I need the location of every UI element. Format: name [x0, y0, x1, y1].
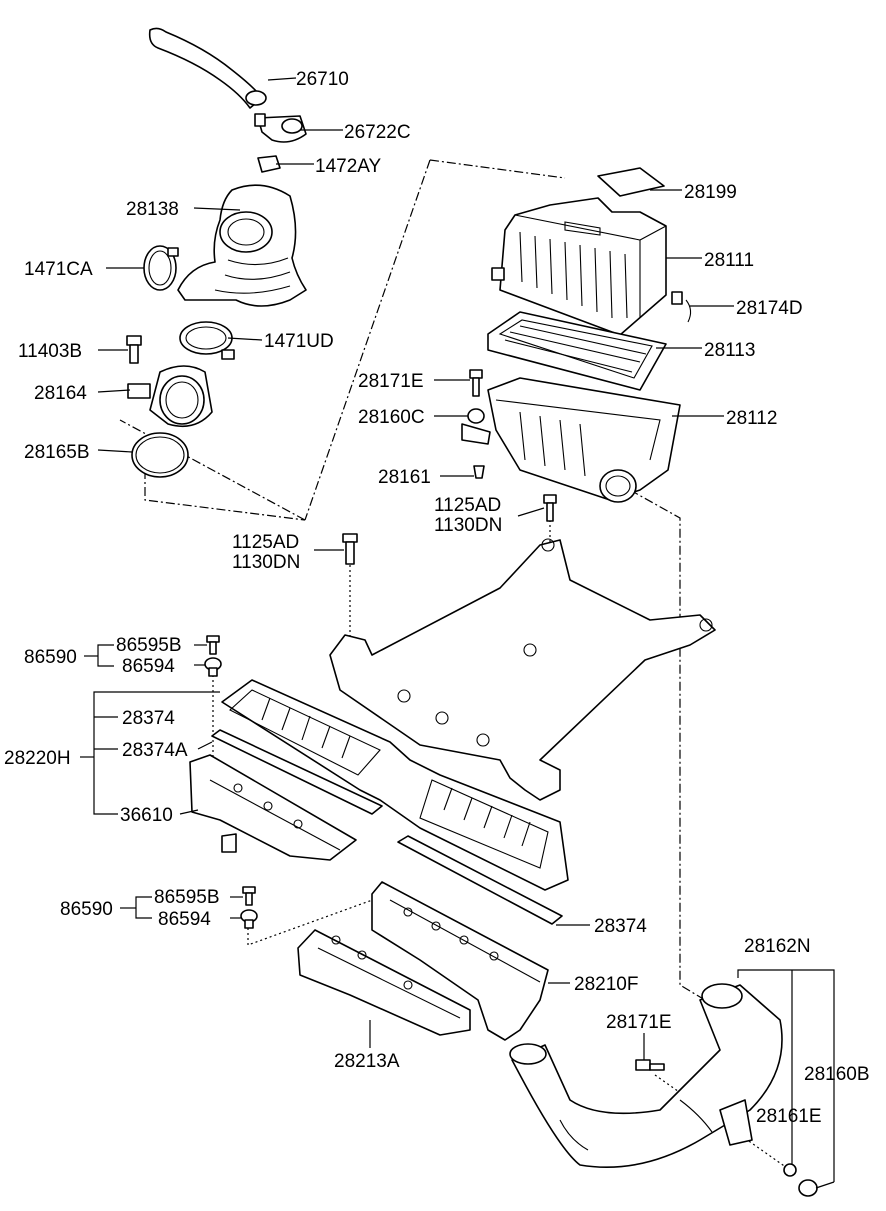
label-1472AY: 1472AY — [315, 156, 382, 177]
label-28374A: 28374A — [122, 740, 188, 761]
mount-28161E — [783, 1163, 797, 1177]
grommet-28160C — [467, 408, 485, 424]
grommet-28160B — [798, 1179, 818, 1197]
label-1130DN-left: 1130DN — [232, 552, 300, 573]
label-28161E: 28161E — [756, 1106, 822, 1127]
seal-28374A — [211, 729, 383, 815]
label-11403B: 11403B — [18, 341, 82, 362]
label-28112: 28112 — [726, 408, 777, 429]
clamp-1471UD — [179, 321, 235, 360]
label-28374-top: 28374 — [122, 708, 175, 729]
hose-26710 — [148, 27, 267, 109]
fastener-86594-bottom — [240, 909, 258, 929]
label-86594-bottom: 86594 — [158, 909, 211, 930]
label-86595B-bottom: 86595B — [154, 887, 220, 908]
label-1125AD-left: 1125AD — [232, 532, 299, 553]
label-1130DN-right: 1130DN — [434, 515, 502, 536]
clip-1472AY — [257, 155, 281, 173]
label-28210F: 28210F — [574, 974, 638, 995]
label-36610: 36610 — [120, 805, 173, 826]
label-28199 — [597, 167, 665, 197]
air-cleaner-lower-case-28112 — [461, 377, 681, 503]
seal-28374-right — [397, 835, 563, 925]
gasket-28165B — [131, 432, 189, 478]
leader-lines — [80, 77, 835, 1189]
fastener-86595B-bottom — [242, 886, 256, 906]
label-28161: 28161 — [378, 467, 431, 488]
label-26722C: 26722C — [344, 122, 411, 143]
label-28113: 28113 — [704, 340, 755, 361]
label-28374-right: 28374 — [594, 916, 647, 937]
label-86595B-top: 86595B — [116, 635, 182, 656]
pcv-valve-26722C — [254, 113, 307, 143]
air-flow-sensor-28164 — [127, 365, 213, 428]
label-28165B: 28165B — [24, 442, 90, 463]
mount-28161 — [473, 465, 485, 479]
label-28199: 28199 — [684, 182, 737, 203]
air-cleaner-cover-28111 — [491, 197, 667, 336]
duct-lower-36610 — [189, 754, 357, 861]
air-duct-28220H — [221, 679, 569, 891]
clamp-1471CA — [143, 245, 179, 291]
clip-28174D — [671, 291, 692, 323]
label-86590-bottom: 86590 — [60, 899, 113, 920]
label-28213A: 28213A — [334, 1051, 400, 1072]
bolt-28171E-top — [469, 369, 483, 397]
label-1125AD-right: 1125AD — [434, 495, 501, 516]
label-28174D: 28174D — [736, 298, 803, 319]
label-28111: 28111 — [704, 250, 754, 271]
label-28171E-top: 28171E — [358, 371, 424, 392]
label-26710: 26710 — [296, 69, 349, 90]
bolt-11403B — [126, 335, 142, 364]
fastener-86595B-top — [206, 635, 220, 655]
label-28160C: 28160C — [358, 407, 425, 428]
bolt-1125AD-right — [543, 494, 557, 522]
label-28138: 28138 — [126, 199, 179, 220]
filter-element-28113 — [487, 311, 667, 391]
bolt-28171E-bottom — [635, 1059, 665, 1071]
duct-28210F — [371, 881, 549, 1041]
label-1471CA: 1471CA — [24, 259, 93, 280]
label-28171E-bottom: 28171E — [606, 1012, 672, 1033]
fastener-86594-top — [204, 657, 222, 677]
label-28220H: 28220H — [4, 748, 71, 769]
label-1471UD: 1471UD — [264, 331, 334, 352]
resonator-hose-28162N — [509, 983, 783, 1168]
label-28162N: 28162N — [744, 936, 811, 957]
label-86590-top: 86590 — [24, 647, 77, 668]
label-28160B: 28160B — [804, 1064, 870, 1085]
bolt-1125AD-left — [342, 533, 358, 565]
label-86594-top: 86594 — [122, 656, 175, 677]
mounting-tray — [329, 538, 716, 801]
intake-hose-28138 — [177, 184, 307, 307]
label-28164: 28164 — [34, 383, 87, 404]
duct-28213A — [297, 929, 471, 1036]
part-labels: 26710 26722C 1472AY 28138 1471CA 1471UD … — [4, 69, 870, 1127]
